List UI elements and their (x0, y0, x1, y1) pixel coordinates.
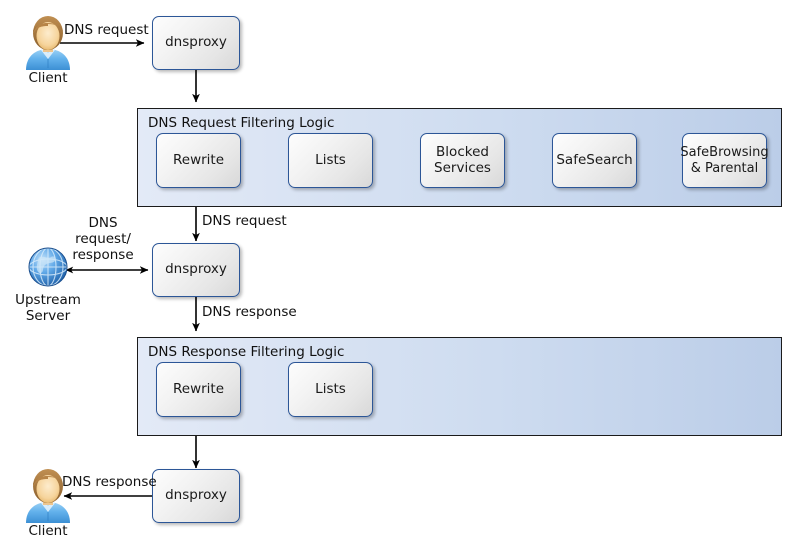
stage-rewrite-request-label: Rewrite (172, 151, 225, 168)
dnsproxy-top-box[interactable]: dnsproxy (152, 16, 240, 70)
edge-label-upstream-exchange: DNS request/ response (72, 215, 134, 263)
edge-label-dnsproxy-to-client: DNS response (62, 474, 157, 490)
response-filtering-title: DNS Response Filtering Logic (148, 344, 345, 360)
response-filtering-panel: DNS Response Filtering Logic (137, 337, 782, 436)
upstream-server-caption: Upstream Server (15, 292, 81, 324)
edge-label-dnsproxy-to-response-filtering: DNS response (202, 304, 297, 320)
stage-lists-response[interactable]: Lists (288, 362, 373, 417)
user-icon (22, 14, 74, 70)
stage-lists-request-label: Lists (315, 151, 346, 168)
client-bottom-caption: Client (28, 523, 68, 539)
stage-lists-response-label: Lists (315, 380, 346, 397)
globe-icon (24, 243, 72, 291)
edge-label-client-to-dnsproxy: DNS request (64, 22, 149, 38)
user-icon (22, 467, 74, 523)
stage-blocked-services-label: Blocked Services (434, 144, 491, 176)
client-top-caption: Client (28, 70, 68, 86)
stage-lists-request[interactable]: Lists (288, 133, 373, 188)
stage-blocked-services[interactable]: Blocked Services (420, 133, 505, 188)
stage-safesearch-label: SafeSearch (556, 151, 633, 168)
edge-label-dnsproxy-to-request-filtering: DNS request (202, 213, 287, 229)
stage-rewrite-response-label: Rewrite (172, 380, 225, 397)
dnsproxy-middle-box[interactable]: dnsproxy (152, 243, 240, 297)
request-filtering-title: DNS Request Filtering Logic (148, 115, 335, 131)
stage-rewrite-response[interactable]: Rewrite (156, 362, 241, 417)
dnsproxy-bottom-box[interactable]: dnsproxy (152, 469, 240, 523)
stage-safesearch[interactable]: SafeSearch (552, 133, 637, 188)
dnsproxy-top-label: dnsproxy (165, 34, 227, 51)
stage-safebrowsing-parental[interactable]: SafeBrowsing & Parental (680, 133, 769, 188)
stage-safebrowsing-parental-label: SafeBrowsing & Parental (680, 145, 769, 176)
dnsproxy-middle-label: dnsproxy (165, 261, 227, 278)
dnsproxy-bottom-label: dnsproxy (165, 487, 227, 504)
stage-rewrite-request[interactable]: Rewrite (156, 133, 241, 188)
